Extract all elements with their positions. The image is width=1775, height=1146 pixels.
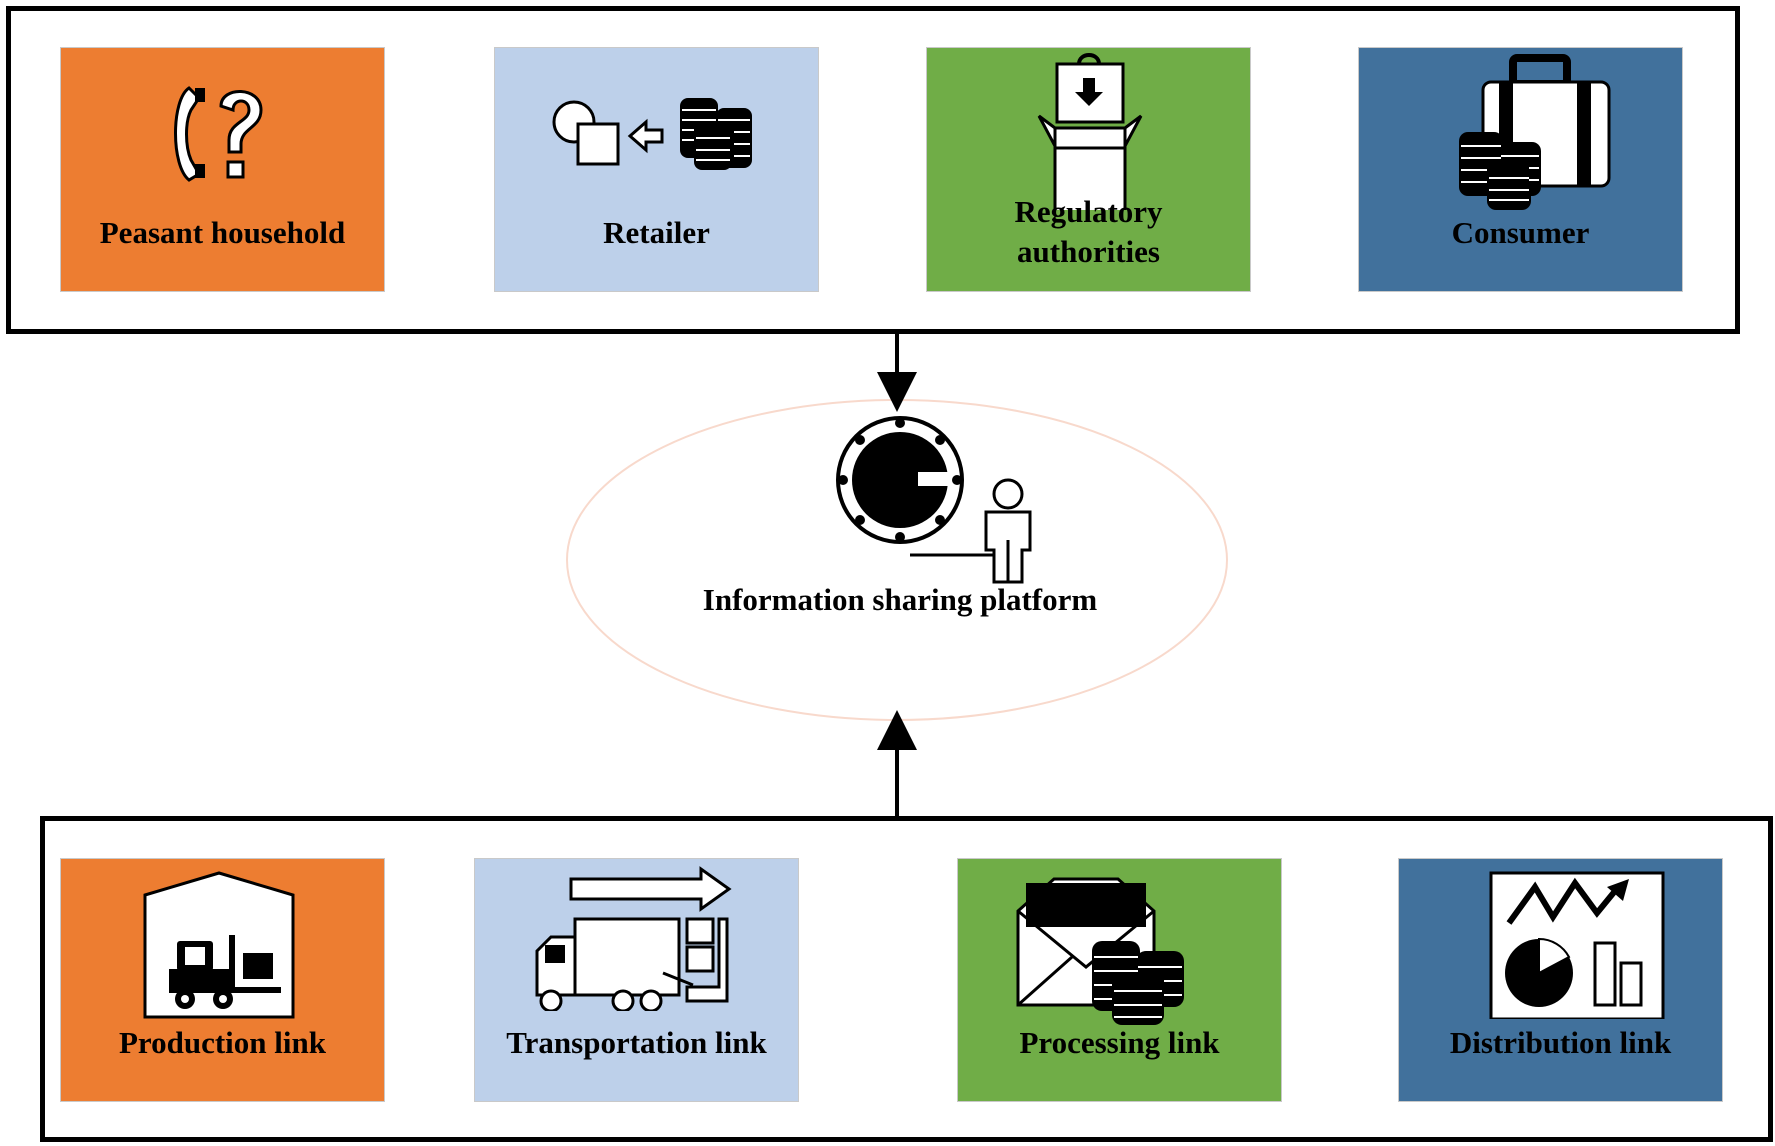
tile-processing-link: Processing link [957, 858, 1282, 1102]
tile-label: Peasant household [99, 215, 346, 250]
tile-label: Distribution link [1449, 1025, 1672, 1060]
exchange-coins-icon [552, 98, 752, 170]
tile-production-link: Production link [60, 858, 385, 1102]
chart-board-icon [1489, 871, 1665, 1019]
safe-person-icon [836, 416, 1032, 584]
tile-label: Processing link [1019, 1025, 1220, 1060]
tile-label: Consumer [1451, 215, 1590, 250]
envelope-coins-icon [1016, 877, 1184, 1025]
tile-regulatory-authorities: Regulatory authorities [926, 47, 1251, 292]
tile-label: Transportation link [506, 1025, 767, 1060]
truck-arrow-icon [535, 866, 732, 1011]
tile-label: Retailer [603, 215, 710, 250]
tile-consumer: Consumer [1358, 47, 1683, 292]
phone-question-icon [174, 86, 263, 182]
tile-label: Production link [118, 1025, 326, 1060]
tile-transportation-link: Transportation link [474, 858, 799, 1102]
suitcase-coins-icon [1459, 54, 1611, 210]
tile-peasant-household: Peasant household [60, 47, 385, 292]
tile-label: Regulatory authorities [1014, 194, 1163, 269]
tile-distribution-link: Distribution link [1398, 858, 1723, 1102]
tile-retailer: Retailer [494, 47, 819, 292]
box-bag-icon [1037, 53, 1143, 210]
forklift-warehouse-icon [143, 871, 295, 1019]
platform-label: Information sharing platform [702, 582, 1098, 617]
